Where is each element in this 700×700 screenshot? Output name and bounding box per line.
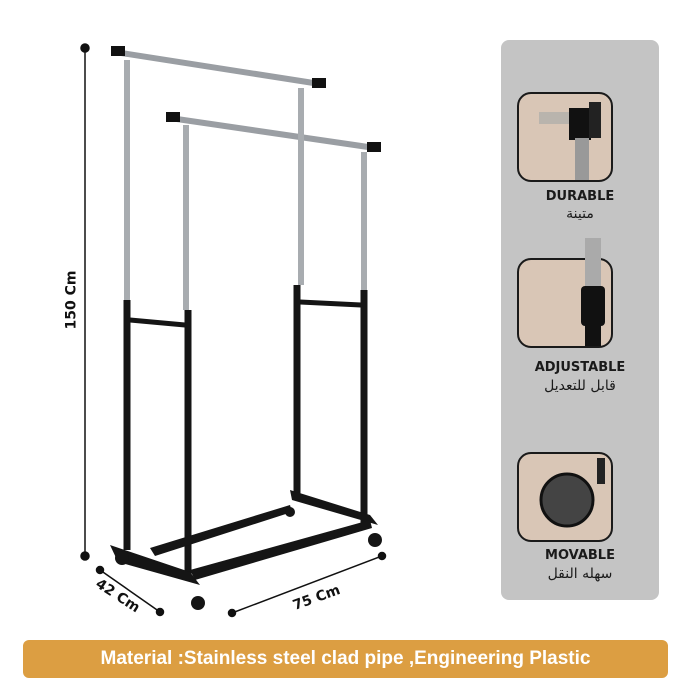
- feature-arabic-durable: متينة: [566, 206, 594, 222]
- height-dimension-line: [80, 43, 90, 561]
- depth-dimension-line: [95, 565, 165, 617]
- feature-arabic-adjustable: قابل للتعديل: [544, 378, 616, 394]
- material-banner: Material :Stainless steel clad pipe ,Eng…: [23, 640, 668, 678]
- feature-title-adjustable: ADJUSTABLE: [534, 360, 626, 375]
- garment-rack-illustration: [80, 43, 387, 618]
- caster-wheel-icon: [517, 452, 613, 542]
- height-label: 150 Cm: [63, 270, 80, 330]
- feature-title-durable: DURABLE: [545, 189, 615, 204]
- adjustable-pole-icon: [517, 238, 613, 348]
- pipe-joint-icon: [517, 92, 613, 182]
- width-dimension-line: [227, 551, 387, 618]
- top-rail-front: [169, 115, 376, 151]
- feature-title-movable: MOVABLE: [545, 548, 615, 563]
- top-rail-back: [114, 49, 321, 87]
- features-panel: DURABLE متينة ADJUSTABLE قابل للتعديل MO…: [501, 40, 659, 600]
- feature-arabic-movable: سهله النقل: [547, 566, 613, 582]
